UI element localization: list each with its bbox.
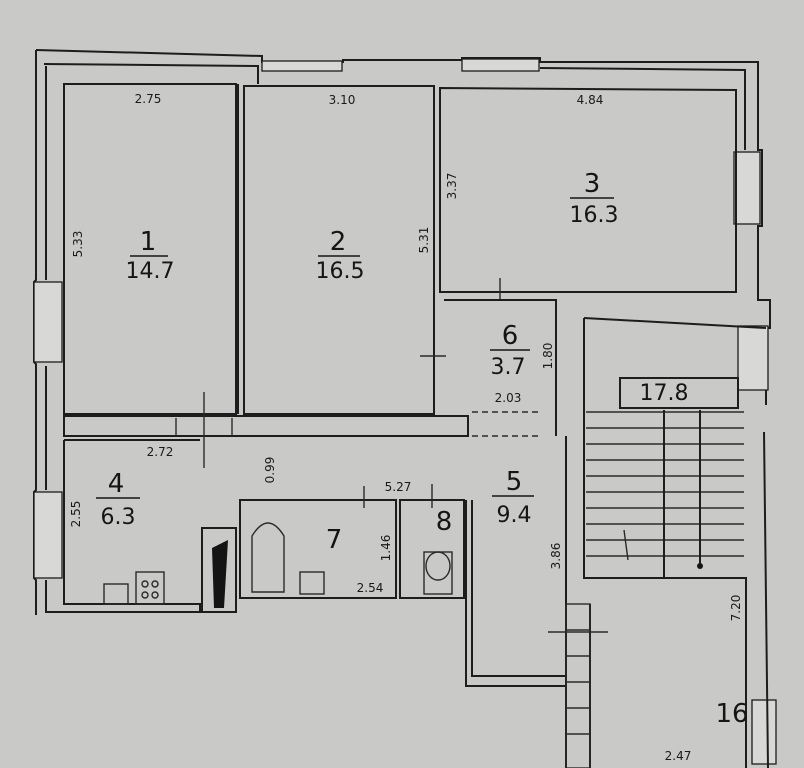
dim-room6-height: 1.80 [541, 343, 555, 370]
room-2-number: 2 [330, 227, 347, 257]
stair-walls [548, 603, 608, 768]
room-4 [63, 439, 201, 613]
room-7-number: 7 [326, 525, 343, 555]
dim-room4-height: 2.55 [69, 501, 83, 528]
room-5 [465, 300, 567, 687]
outer-walls [33, 49, 771, 615]
room-3 [433, 86, 737, 414]
dim-bath-width: 2.54 [357, 581, 384, 595]
duct [201, 527, 237, 613]
room-4-area: 6.3 [101, 505, 136, 530]
dim-room3-width: 4.84 [577, 93, 604, 107]
room-3-area: 16.3 [570, 203, 619, 228]
dim-room6-width: 2.03 [495, 391, 522, 405]
room-2-area: 16.5 [316, 259, 365, 284]
room-1-area: 14.7 [126, 259, 175, 284]
dim-room2-height: 5.31 [417, 227, 431, 254]
room-4-number: 4 [108, 469, 125, 499]
room-8-number: 8 [436, 507, 453, 537]
dim-bath-height: 1.46 [379, 535, 393, 562]
room-7 [239, 486, 397, 599]
room-5-number: 5 [506, 467, 523, 497]
room-6-area: 3.7 [491, 355, 526, 380]
room-3-number: 3 [584, 169, 601, 199]
dim-room1-width: 2.75 [135, 92, 162, 106]
stair-hall [583, 317, 769, 768]
room-16-number: 16 [715, 699, 748, 729]
dim-room1-height: 5.33 [71, 231, 85, 258]
room-1 [63, 83, 237, 415]
dim-corridor-length: 5.27 [385, 480, 412, 494]
room-8 [399, 484, 465, 599]
corridor-partition [63, 392, 469, 468]
dimension-labels: 2.75 5.33 3.10 5.31 4.84 3.37 1.80 2.03 … [69, 92, 743, 763]
room-5-area: 9.4 [497, 503, 532, 528]
dim-kitchen-wall: 0.99 [263, 457, 277, 484]
room-6-number: 6 [502, 321, 519, 351]
windows [33, 58, 777, 765]
room-labels: 1 14.7 2 16.5 3 16.3 6 3.7 4 6.3 5 9.4 7… [96, 169, 749, 729]
dim-stair-width: 2.47 [665, 749, 692, 763]
stair-area: 17.8 [640, 381, 689, 406]
dim-room3-height: 3.37 [445, 173, 459, 200]
dim-stair-height: 7.20 [729, 595, 743, 622]
room-1-number: 1 [140, 227, 157, 257]
dim-room2-width: 3.10 [329, 93, 356, 107]
dim-room5-height: 3.86 [549, 543, 563, 570]
dim-room4-width: 2.72 [147, 445, 174, 459]
